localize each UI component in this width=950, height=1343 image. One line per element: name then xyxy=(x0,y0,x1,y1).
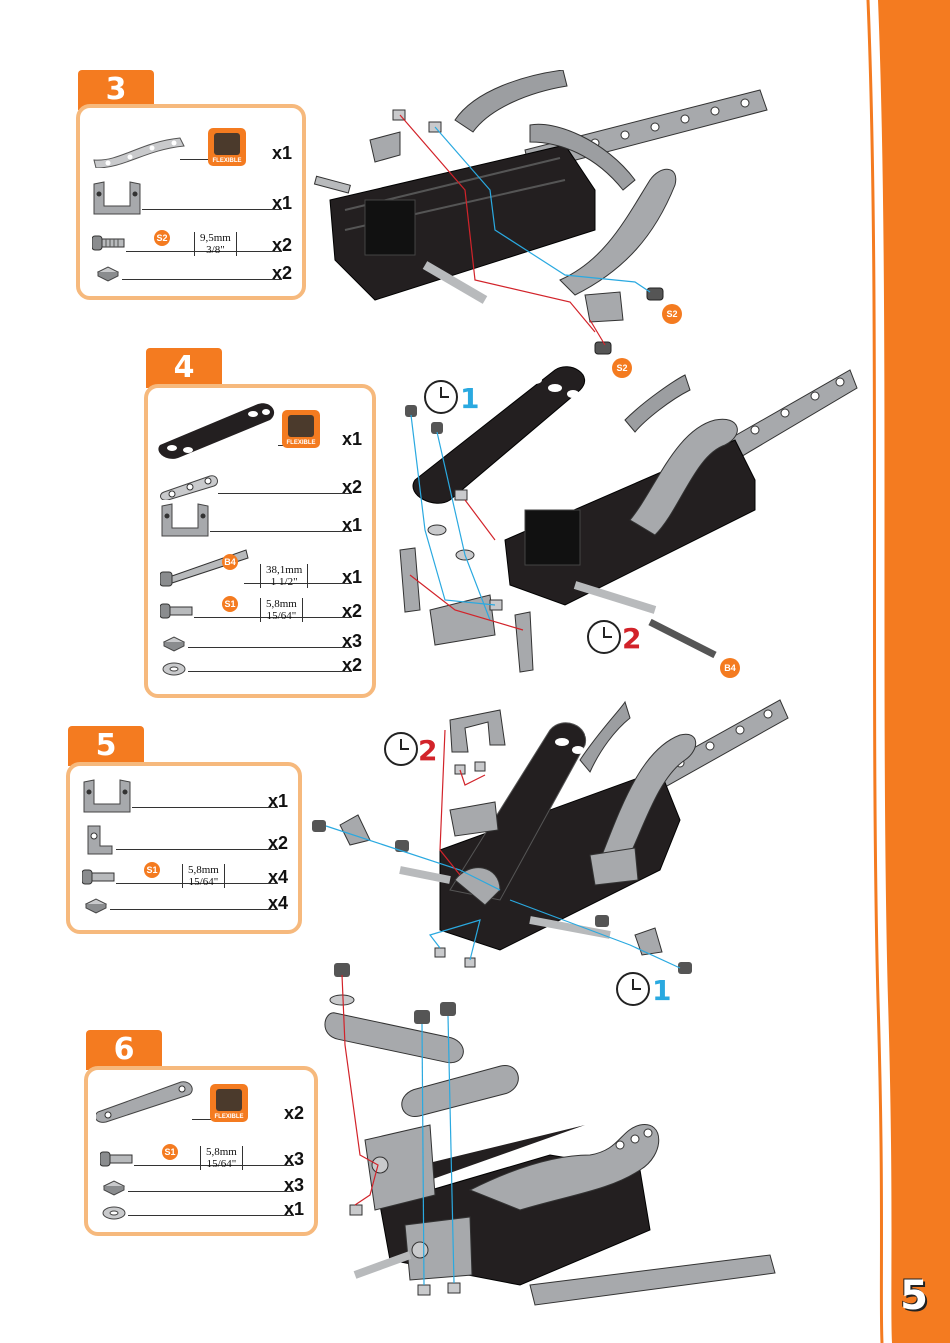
square-nut-icon xyxy=(96,266,120,282)
part-qty: x2 xyxy=(284,1103,304,1124)
step-5-number: 5 xyxy=(96,728,117,763)
part-size: 5,8mm 15/64" xyxy=(200,1146,243,1170)
part-row: S2 9,5mm 3/8" x2 xyxy=(80,230,302,260)
bolt-icon xyxy=(100,1150,134,1168)
part-size: 5,8mm 15/64" xyxy=(182,864,225,888)
axle-icon xyxy=(160,546,250,590)
step-6-tab: 6 xyxy=(86,1030,162,1070)
bolt-icon xyxy=(92,234,126,252)
washer-icon xyxy=(102,1206,126,1220)
u-bracket-icon xyxy=(92,180,142,216)
angle-bracket-icon xyxy=(84,824,114,856)
part-code-badge: S1 xyxy=(144,862,160,878)
flexible-badge-icon: FLEXIBLE xyxy=(208,128,246,166)
bolt-icon xyxy=(160,602,194,620)
part-qty: x1 xyxy=(272,143,292,164)
part-qty: x4 xyxy=(268,867,288,888)
square-nut-icon xyxy=(84,898,108,914)
step-5-parts-panel: x1 x2 S1 5,8mm 15/64" x4 x4 xyxy=(66,762,302,934)
part-size: 5,8mm 15/64" xyxy=(260,598,303,622)
part-qty: x2 xyxy=(342,655,362,676)
part-row: FLEXIBLE x1 xyxy=(148,424,372,454)
bolt-icon xyxy=(82,868,116,886)
part-qty: x2 xyxy=(272,235,292,256)
step-3-number: 3 xyxy=(106,72,127,107)
order-number: 1 xyxy=(460,382,479,415)
part-row: x1 xyxy=(70,786,298,816)
part-qty: x4 xyxy=(268,893,288,914)
part-row: x2 xyxy=(80,258,302,288)
page-number: 5 xyxy=(900,1273,928,1319)
part-qty: x3 xyxy=(284,1175,304,1196)
step-5-tab: 5 xyxy=(68,726,144,766)
part-row: x1 xyxy=(88,1194,314,1224)
part-qty: x1 xyxy=(272,193,292,214)
part-size: 38,1mm 1 1/2" xyxy=(260,564,308,588)
step-4-tab: 4 xyxy=(146,348,222,388)
part-qty: x2 xyxy=(272,263,292,284)
s2-callout-badge: S2 xyxy=(662,304,682,324)
step-4-number: 4 xyxy=(174,350,195,385)
step-6-assembly-diagram xyxy=(320,955,800,1320)
part-qty: x2 xyxy=(342,601,362,622)
part-qty: x1 xyxy=(342,515,362,536)
part-code-badge: S2 xyxy=(154,230,170,246)
part-row: x2 xyxy=(70,828,298,858)
order-2-clock-icon xyxy=(587,620,621,654)
short-strip-icon xyxy=(160,472,220,500)
flexible-badge-icon: FLEXIBLE xyxy=(282,410,320,448)
order-number: 2 xyxy=(622,622,641,655)
step-6-parts-panel: FLEXIBLE x2 S1 5,8mm 15/64" x3 x3 x1 xyxy=(84,1066,318,1236)
part-row: FLEXIBLE x2 xyxy=(88,1098,314,1128)
orange-side-stripe xyxy=(860,0,950,1343)
part-code-badge: S1 xyxy=(222,596,238,612)
part-qty: x3 xyxy=(284,1149,304,1170)
washer-icon xyxy=(162,662,186,676)
step-3-parts-panel: FLEXIBLE x1 x1 S2 9,5mm 3/8" x2 x2 xyxy=(76,104,306,300)
part-qty: x1 xyxy=(342,429,362,450)
part-row: S1 5,8mm 15/64" x2 xyxy=(148,596,372,626)
part-size: 9,5mm 3/8" xyxy=(194,232,237,256)
black-plate-icon xyxy=(158,400,278,460)
part-qty: x2 xyxy=(268,833,288,854)
part-row: FLEXIBLE x1 xyxy=(80,138,302,168)
part-row: x1 xyxy=(148,510,372,540)
part-row: B4 38,1mm 1 1/2" x1 xyxy=(148,562,372,592)
part-row: x2 xyxy=(148,650,372,680)
part-row: x2 xyxy=(148,472,372,502)
part-qty: x1 xyxy=(284,1199,304,1220)
step-5-assembly-diagram xyxy=(300,690,800,1000)
part-qty: x1 xyxy=(342,567,362,588)
u-bracket-icon xyxy=(82,778,132,814)
curved-flexible-strip-icon xyxy=(90,132,190,168)
order-1-clock-icon xyxy=(424,380,458,414)
flexible-plate-icon xyxy=(96,1080,196,1124)
part-row: x4 xyxy=(70,888,298,918)
order-2-clock-icon xyxy=(384,732,418,766)
step-4-parts-panel: FLEXIBLE x1 x2 x1 B4 38,1mm 1 1/2" x1 xyxy=(144,384,376,698)
part-code-badge: S1 xyxy=(162,1144,178,1160)
u-bracket-icon xyxy=(160,502,210,538)
part-qty: x2 xyxy=(342,477,362,498)
part-code-badge: B4 xyxy=(222,554,238,570)
step-3-assembly-diagram xyxy=(305,70,775,380)
flexible-badge-icon: FLEXIBLE xyxy=(210,1084,248,1122)
step-6-number: 6 xyxy=(114,1032,135,1067)
part-qty: x3 xyxy=(342,631,362,652)
b4-callout-badge: B4 xyxy=(720,658,740,678)
order-number: 2 xyxy=(418,734,437,767)
part-row: x1 xyxy=(80,188,302,218)
part-qty: x1 xyxy=(268,791,288,812)
